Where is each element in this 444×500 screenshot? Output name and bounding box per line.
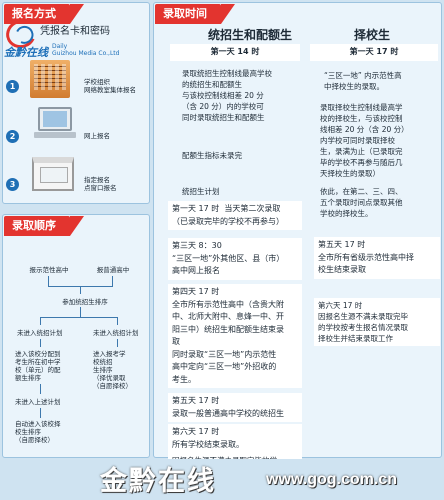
step-2-text: 网上报名 (84, 132, 110, 140)
flow-line (40, 408, 41, 418)
flow-join-unified: 参加统招生排序 (62, 298, 108, 306)
flow-line (80, 286, 81, 294)
step-3-text: 指定报名 点窗口报名 (84, 176, 117, 192)
watermark-url: www.gog.com.cn (266, 471, 397, 488)
flow-in-unified-right: 未进入统招计划 (93, 329, 139, 337)
computer-icon (38, 107, 72, 131)
left-day1-head: 第一天 14 时 (170, 44, 300, 61)
flow-line (40, 317, 118, 318)
flow-apply-model: 报示范性高中 (29, 266, 69, 274)
left-unified-plan: 统招生计划 (182, 187, 220, 196)
watermark: 金黔在线 www.gog.com.cn (0, 459, 444, 500)
window-booth-icon (32, 157, 74, 191)
logo: 凭报名卡和密码 金黔在线 Daily Guizhou Media Co.,Ltd (2, 15, 146, 59)
order-panel (2, 214, 150, 458)
flow-line (112, 276, 113, 286)
flow-apply-normal: 报普通高中 (96, 266, 130, 274)
step-2-number: 2 (6, 130, 19, 143)
left-day1-17: 第一天 17 时 当天第二次录取 （已录取完毕的学校不再参与） (168, 201, 302, 230)
col-right-title: 择校生 (354, 28, 391, 42)
left-day6: 第六天 17 时 所有学校结束录取。 (168, 424, 302, 453)
right-day6: 第六天 17 时 因报名生源不满未录取完毕 的学校按考生报名情况录取 择校生并结… (314, 298, 440, 346)
flow-line (117, 339, 118, 347)
logo-en: Daily Guizhou Media Co.,Ltd (52, 43, 120, 57)
left-quota: 配额生指标未录完 (182, 151, 242, 160)
flow-line (40, 317, 41, 325)
right-following: 依此，在第二、三、四、 五个录取时间点录取其他 学校的择校生。 (320, 187, 403, 218)
left-day4: 第四天 17 时 全市所有示范性高中（含贵大附 中、北师大附中、息烽一中、开 阳… (168, 284, 302, 388)
step-1-number: 1 (6, 80, 19, 93)
step-1-text: 学校组织 网络教室集体报名 (84, 78, 136, 94)
left-day3: 第三天 8：30 “三区一地”外其他区、县（市） 高中网上报名 (168, 238, 302, 280)
right-day5: 第五天 17 时 全市所有省级示范性高中择 校生结束录取 (314, 237, 440, 279)
left-day1-text: 录取统招生控制线最高学校 的统招生和配额生 与该校控制线相差 20 分 （含 2… (182, 69, 272, 122)
flow-unified-rank: 进入报考学 校统招 生排序 （择优录取 （自愿择校） (93, 350, 132, 390)
computer-base-icon (34, 132, 76, 138)
left-day5: 第五天 17 时 录取一般普通高中学校的统招生 (168, 393, 302, 422)
right-day1-head: 第一天 17 时 (310, 44, 438, 61)
logo-cn: 金黔在线 (4, 46, 48, 59)
flow-line (48, 276, 49, 286)
flow-school-assign: 进入该校分配到 考生所在初中学 校（单元）的配 额生排序 (15, 350, 61, 382)
watermark-cn: 金黔在线 (100, 466, 216, 497)
flow-line (117, 317, 118, 325)
cert-text: 凭报名卡和密码 (40, 26, 110, 37)
flow-self-select: 自动进入该校择 校生排序 （自愿择校） (15, 420, 61, 444)
order-header: 录取顺序 (4, 216, 84, 236)
col-left-title: 统招生和配额生 (208, 28, 293, 42)
flow-line (80, 307, 81, 317)
step-3-number: 3 (6, 178, 19, 191)
right-select-rule: 录取择校生控制线最高学 校的择校生，与该校控制 线相差 20 分（含 20 分）… (320, 103, 409, 178)
flow-in-unified-left: 未进入统招计划 (17, 329, 63, 337)
flow-not-above: 未进入上述计划 (15, 398, 61, 406)
flow-line (40, 384, 41, 394)
right-day1-text: “三区一地” 内示范性高 中择校生的录取。 (324, 71, 402, 91)
school-building-icon (30, 60, 70, 98)
flow-line (40, 339, 41, 347)
timeline-header: 录取时间 (155, 4, 235, 24)
